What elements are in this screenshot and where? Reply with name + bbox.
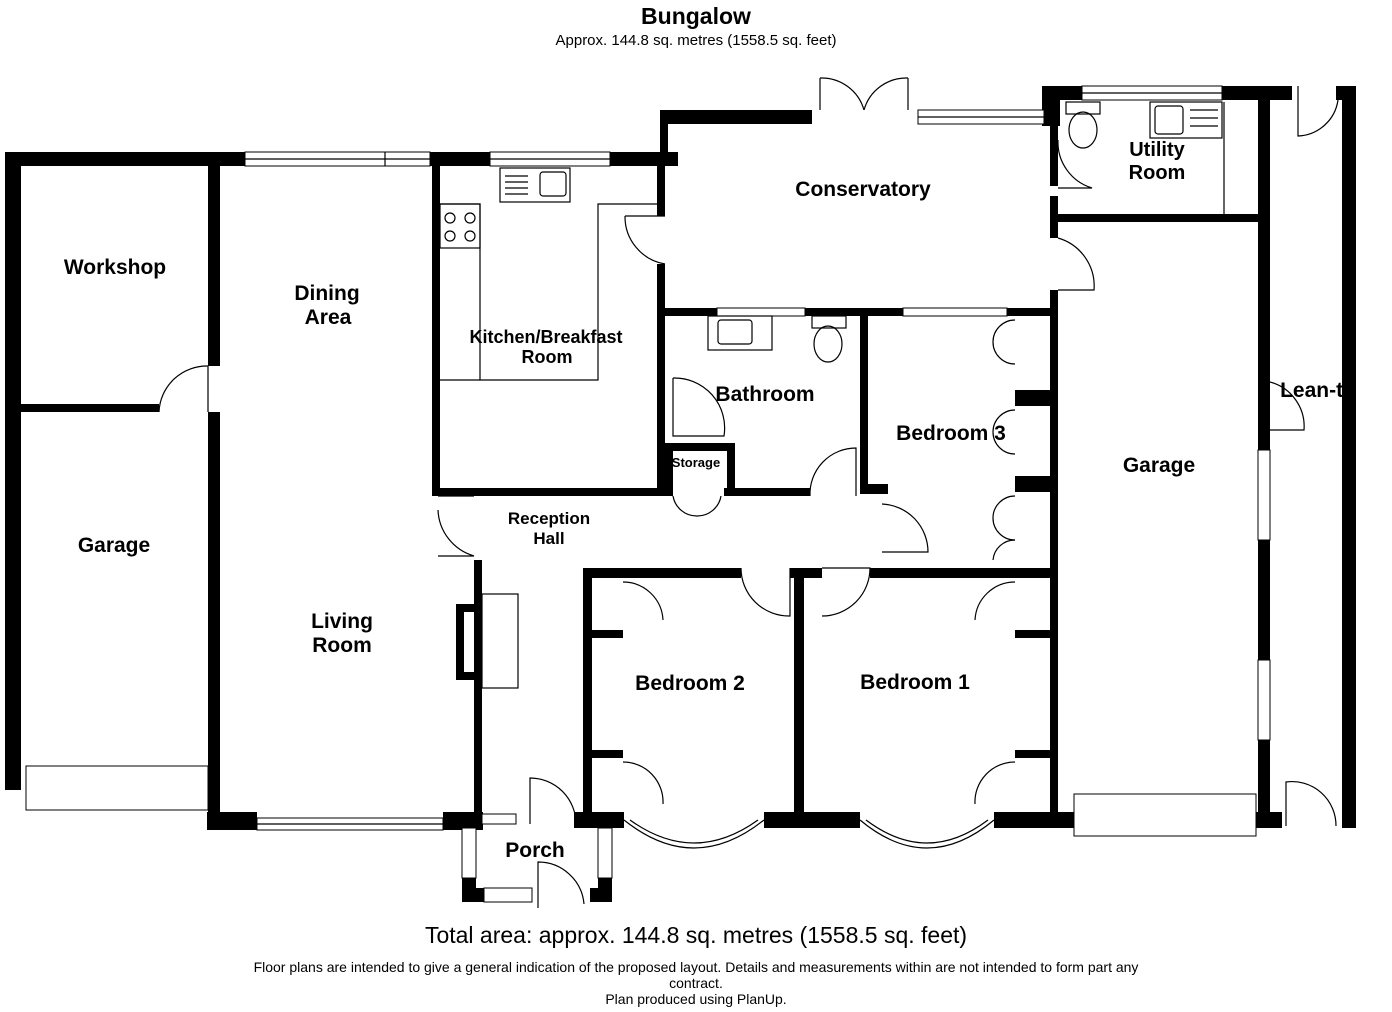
room-label-living-2: Room [312, 634, 372, 657]
room-label-porch: Porch [505, 839, 565, 862]
total-area: Total area: approx. 144.8 sq. metres (15… [424, 922, 968, 948]
room-label-utility-1: Utility [1129, 139, 1185, 161]
windows [25, 85, 1271, 903]
door-swings [158, 77, 1339, 908]
room-label-utility-2: Room [1129, 162, 1186, 184]
credit-line: Plan produced using PlanUp. [605, 991, 787, 1007]
room-label-garage-right: Garage [1123, 454, 1195, 477]
room-label-dining-1: Dining [294, 282, 359, 305]
room-labels: Workshop Garage Dining Area Living Room … [64, 139, 1356, 862]
room-label-workshop: Workshop [64, 256, 166, 279]
bay-windows [623, 819, 995, 849]
room-label-garage-left: Garage [78, 534, 150, 557]
disclaimer: Floor plans are intended to give a gener… [253, 959, 1139, 991]
room-label-reception-2: Hall [533, 529, 564, 548]
plan-subtitle: Approx. 144.8 sq. metres (1558.5 sq. fee… [555, 32, 837, 49]
room-label-dining-2: Area [305, 306, 352, 329]
room-label-reception-1: Reception [508, 509, 590, 528]
room-label-leanto: Lean-to [1280, 379, 1356, 402]
room-label-bedroom1: Bedroom 1 [860, 671, 970, 694]
room-label-kitchen-1: Kitchen/Breakfast [469, 327, 622, 347]
plan-title: Bungalow [641, 3, 751, 29]
room-label-conservatory: Conservatory [795, 178, 931, 201]
fixtures [439, 101, 1225, 689]
room-label-bathroom: Bathroom [715, 383, 814, 406]
room-label-bedroom3: Bedroom 3 [896, 422, 1006, 445]
room-label-storage: Storage [672, 455, 720, 470]
room-label-bedroom2: Bedroom 2 [635, 672, 745, 695]
room-label-living-1: Living [311, 610, 373, 633]
room-label-kitchen-2: Room [522, 347, 573, 367]
